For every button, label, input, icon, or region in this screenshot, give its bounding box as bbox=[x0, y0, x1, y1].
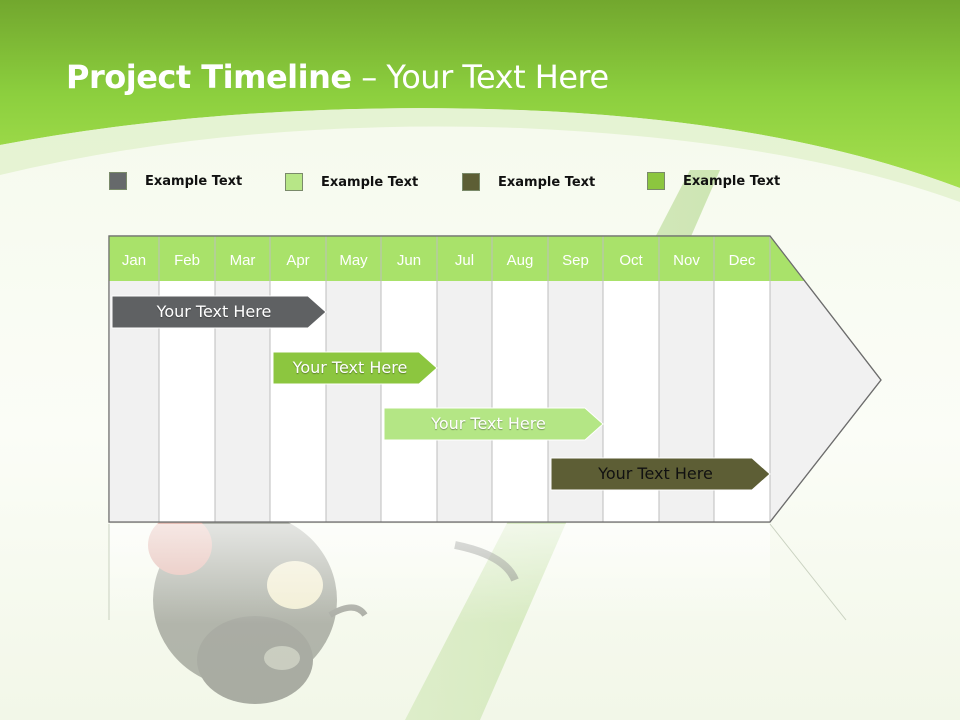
month-label: Aug bbox=[507, 252, 534, 269]
month-column bbox=[381, 281, 437, 522]
month-header-cell bbox=[270, 236, 326, 281]
legend-swatch bbox=[109, 172, 127, 190]
month-header-cell bbox=[603, 236, 659, 281]
legend-item: Example Text bbox=[285, 172, 418, 192]
legend-item: Example Text bbox=[109, 171, 242, 191]
timeline-bar bbox=[550, 457, 771, 491]
month-label: Jan bbox=[122, 252, 146, 269]
timeline-bar-label: Your Text Here bbox=[156, 302, 272, 321]
timeline-bar bbox=[383, 407, 604, 441]
month-label: Apr bbox=[286, 252, 309, 269]
timeline-bar bbox=[111, 295, 327, 329]
month-header-cell bbox=[659, 236, 714, 281]
month-header-cell bbox=[159, 236, 215, 281]
month-label: Oct bbox=[619, 252, 643, 269]
month-label: May bbox=[339, 252, 368, 269]
month-header-cell bbox=[437, 236, 492, 281]
month-header-cell bbox=[714, 236, 770, 281]
month-label: Sep bbox=[562, 252, 589, 269]
month-header-cell bbox=[109, 236, 159, 281]
month-column bbox=[326, 281, 381, 522]
timeline-bar-label: Your Text Here bbox=[598, 464, 713, 483]
header-swoosh bbox=[0, 108, 960, 202]
month-label: Jul bbox=[455, 252, 474, 269]
legend-swatch bbox=[285, 173, 303, 191]
reflection-edge bbox=[769, 523, 847, 621]
month-label: Jun bbox=[397, 252, 421, 269]
month-header-cell bbox=[492, 236, 548, 281]
month-column bbox=[492, 281, 548, 522]
legend-label: Example Text bbox=[498, 174, 596, 190]
timeline-outline bbox=[108, 235, 882, 523]
month-label: Nov bbox=[673, 252, 700, 269]
month-label: Dec bbox=[729, 252, 756, 269]
title-sub: – Your Text Here bbox=[361, 58, 609, 96]
month-label: Feb bbox=[174, 252, 200, 269]
month-header-cell bbox=[381, 236, 437, 281]
month-header-cell bbox=[548, 236, 603, 281]
month-column bbox=[437, 281, 492, 522]
timeline-bar bbox=[272, 351, 438, 385]
title-main: Project Timeline bbox=[66, 58, 352, 96]
legend-item: Example Text bbox=[462, 172, 595, 192]
legend-swatch bbox=[462, 173, 480, 191]
timeline-reflection bbox=[109, 524, 770, 624]
legend-label: Example Text bbox=[145, 173, 243, 189]
legend-swatch bbox=[647, 172, 665, 190]
legend-item: Example Text bbox=[647, 171, 780, 191]
header-band bbox=[0, 0, 960, 188]
month-header-cell bbox=[326, 236, 381, 281]
timeline-bar-label: Your Text Here bbox=[292, 358, 408, 377]
month-header-cell bbox=[215, 236, 270, 281]
legend-label: Example Text bbox=[321, 174, 419, 190]
slide-title: Project Timeline – Your Text Here bbox=[66, 58, 609, 96]
legend-label: Example Text bbox=[683, 173, 781, 189]
timeline-bar-label: Your Text Here bbox=[431, 414, 546, 433]
month-label: Mar bbox=[230, 252, 256, 269]
